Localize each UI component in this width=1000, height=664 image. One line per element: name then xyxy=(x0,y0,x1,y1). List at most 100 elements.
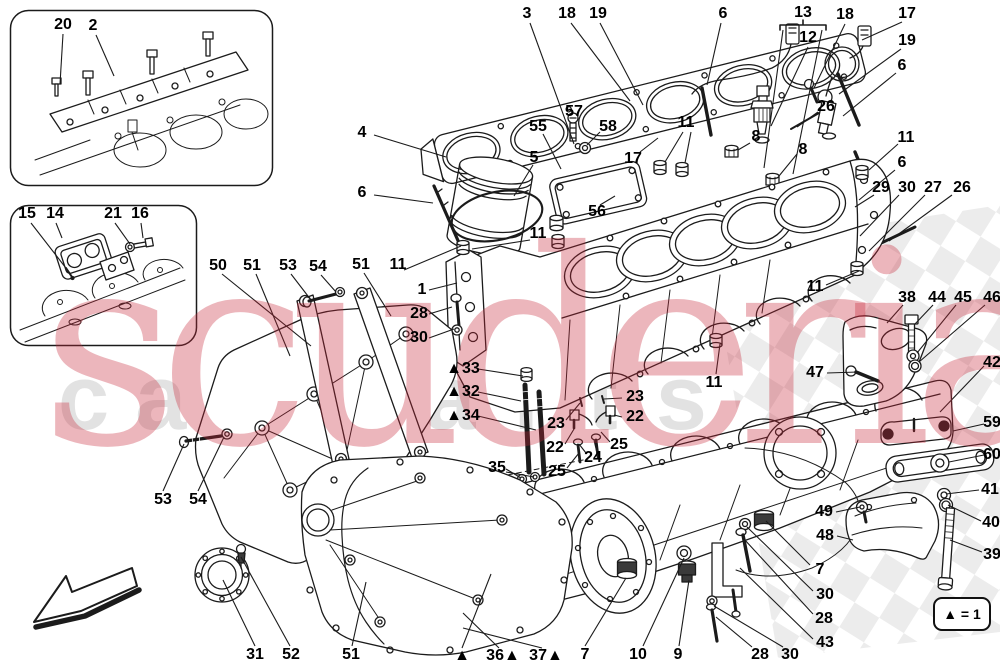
leader-line xyxy=(59,33,64,85)
bracket-bolts xyxy=(51,31,214,97)
callout-label-4: 4 xyxy=(357,124,367,141)
engine-mount-bracket xyxy=(842,315,928,407)
callout-label-53: 53 xyxy=(279,257,297,274)
leader-line xyxy=(947,504,982,522)
leader-line xyxy=(290,273,312,301)
callout-label-24: 24 xyxy=(584,449,602,466)
callout-label-35: 35 xyxy=(488,459,506,476)
strap-washer-54a xyxy=(334,286,346,298)
leader-line xyxy=(838,48,902,95)
callout-label-25: 25 xyxy=(548,463,566,480)
leader-line xyxy=(861,21,903,41)
leader-line xyxy=(842,72,897,117)
callout-label-11: 11 xyxy=(705,374,723,391)
nut-8a xyxy=(724,144,739,158)
callout-label-23: 23 xyxy=(547,415,565,432)
callout-label-42: 42 xyxy=(983,354,1000,371)
oil-plug-7b xyxy=(753,509,775,532)
leader-line xyxy=(746,526,814,592)
mount-bolt-47 xyxy=(845,365,880,383)
callout-label-51: 51 xyxy=(243,257,261,274)
leader-line xyxy=(222,579,256,647)
cable-bracket xyxy=(49,51,249,133)
leader-line xyxy=(715,343,721,375)
leader-line xyxy=(505,471,535,478)
callout-label-45: 45 xyxy=(954,289,972,306)
callout-label-57: 57 xyxy=(565,103,583,120)
strap-bolt-53a xyxy=(302,292,338,308)
callout-label-37tri: 37▲ xyxy=(529,647,563,664)
label-13-bracket xyxy=(779,19,827,31)
callout-label-19: 19 xyxy=(898,32,916,49)
cover-washer xyxy=(578,141,592,155)
leader-line xyxy=(255,273,291,357)
leader-lines xyxy=(30,21,986,649)
callout-label-tri: ▲ xyxy=(454,647,470,664)
callout-label-28: 28 xyxy=(815,610,833,627)
callout-label-17: 17 xyxy=(624,150,642,167)
leader-line xyxy=(477,368,524,377)
threaded-plugs xyxy=(456,159,869,349)
callout-label-tri33: ▲33 xyxy=(446,360,480,377)
callout-label-6: 6 xyxy=(357,184,367,201)
leader-line xyxy=(613,414,623,418)
cover-bolt-53b xyxy=(178,434,223,449)
heat-shield xyxy=(845,491,940,560)
damper-bridge xyxy=(880,416,952,446)
leader-line xyxy=(739,567,814,640)
leader-line xyxy=(713,605,784,648)
leader-line xyxy=(584,577,627,647)
leader-line xyxy=(55,222,63,239)
sensor-connector-b xyxy=(824,25,872,97)
callout-label-22: 22 xyxy=(626,408,644,425)
callout-label-16: 16 xyxy=(131,205,149,222)
brace-strap-b xyxy=(353,286,429,459)
pressure-switch xyxy=(750,85,774,144)
callout-label-28: 28 xyxy=(751,646,769,663)
long-bolt-39 xyxy=(937,507,956,591)
callout-label-10: 10 xyxy=(629,646,647,663)
leader-line xyxy=(778,153,798,177)
seal-ring-31 xyxy=(194,547,250,603)
leader-line xyxy=(114,222,131,245)
callout-label-1: 1 xyxy=(417,281,427,298)
leader-line xyxy=(888,194,953,242)
callout-label-51: 51 xyxy=(342,646,360,663)
callout-label-55: 55 xyxy=(529,118,547,135)
callout-label-54: 54 xyxy=(309,258,327,275)
leader-line xyxy=(664,131,684,163)
leader-line xyxy=(221,273,312,347)
leader-line xyxy=(939,365,985,413)
callout-label-6: 6 xyxy=(897,154,907,171)
leader-line xyxy=(462,627,543,649)
leader-line xyxy=(542,133,562,170)
callout-label-44: 44 xyxy=(928,289,946,306)
leader-line xyxy=(639,137,659,153)
leader-line xyxy=(586,131,601,146)
leader-line xyxy=(513,164,534,197)
leader-line xyxy=(578,443,587,454)
callout-label-58: 58 xyxy=(599,118,617,135)
leader-line xyxy=(918,304,986,363)
callout-label-18: 18 xyxy=(836,6,854,23)
drain-plug-9 xyxy=(677,560,697,583)
leader-line xyxy=(564,428,575,445)
leader-line xyxy=(529,22,575,145)
callout-label-23: 23 xyxy=(626,388,644,405)
bolt-28b xyxy=(735,527,752,573)
leader-line xyxy=(796,111,819,128)
leader-line xyxy=(949,539,983,553)
callout-label-52: 52 xyxy=(282,646,300,663)
leader-line xyxy=(792,29,823,175)
leader-line xyxy=(914,304,934,325)
mount-pad-inset xyxy=(9,204,198,347)
washer-45 xyxy=(906,349,920,363)
legend-label: ▲ = 1 xyxy=(943,606,981,622)
leader-line xyxy=(477,415,537,431)
mount-pad xyxy=(54,233,113,280)
leader-line xyxy=(240,556,291,647)
lower-crankcase xyxy=(469,379,954,614)
cable-bracket-inset xyxy=(9,9,274,187)
